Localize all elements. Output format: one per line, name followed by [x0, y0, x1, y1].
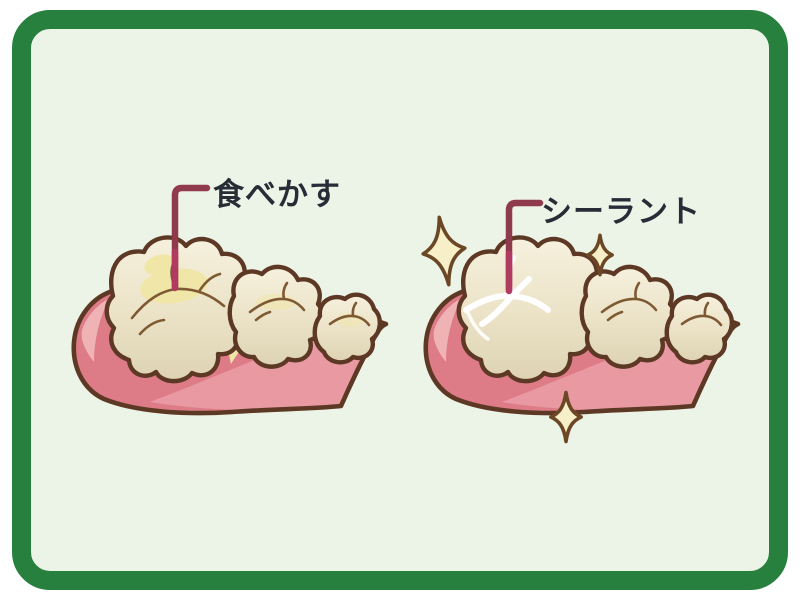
fissure-lines-small	[328, 301, 371, 327]
label-sealant: シーラント	[541, 194, 701, 229]
before-teeth-group	[71, 235, 389, 416]
food-debris-medium	[256, 294, 296, 310]
molar-small	[312, 292, 382, 365]
sparkle-icon	[421, 215, 467, 287]
label-food-debris: 食べかす	[213, 177, 341, 212]
gum-highlight	[433, 298, 462, 362]
fissure-lines-medium	[600, 281, 658, 322]
fissure-lines-small	[680, 301, 723, 327]
molar-medium	[579, 264, 678, 369]
gum-highlight	[81, 298, 110, 362]
sparkle-icon	[586, 233, 614, 277]
food-debris-pit-upper	[144, 254, 176, 276]
sparkle-icon	[549, 390, 583, 444]
after-teeth-group	[423, 235, 741, 416]
fissure-lines-medium	[248, 281, 306, 322]
pointer-line-food-debris	[171, 184, 211, 292]
gum-shading	[150, 334, 371, 410]
pointer-line-sealant	[505, 199, 544, 295]
gum-shading	[502, 334, 723, 410]
molar-medium	[227, 264, 326, 369]
molar-small	[664, 292, 734, 365]
